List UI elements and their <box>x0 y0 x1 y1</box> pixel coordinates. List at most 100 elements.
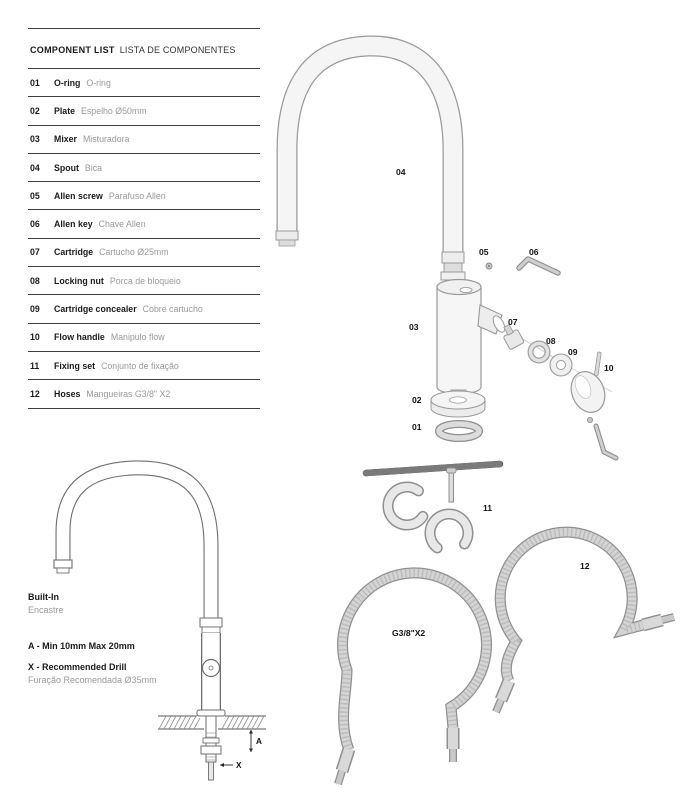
built-in-title-en: Built-In <box>28 592 59 602</box>
counter-hatching <box>158 715 265 730</box>
spout-outlet <box>275 230 299 241</box>
install-washer <box>202 737 220 744</box>
component-name-pt: Conjunto de fixação <box>101 360 179 371</box>
component-row: 07 Cartridge Cartucho Ø25mm <box>28 239 260 268</box>
cartridge-concealer-part <box>549 353 573 377</box>
fixing-set-part <box>362 460 504 558</box>
install-joint <box>199 617 223 634</box>
hose-right-part <box>492 526 675 714</box>
label-12: 12 <box>580 561 590 571</box>
component-number: 09 <box>30 304 40 315</box>
component-number: 01 <box>30 77 40 88</box>
component-name-en: Fixing set <box>54 360 96 371</box>
component-list: COMPONENT LIST LISTA DE COMPONENTES 01 O… <box>28 28 260 409</box>
component-name-en: Cartridge <box>54 247 94 258</box>
component-row: 09 Cartridge concealer Cobre cartucho <box>28 295 260 324</box>
label-01: 01 <box>412 422 422 432</box>
hose-size-label: G3/8"X2 <box>392 628 425 638</box>
handle-pin-part <box>594 351 602 377</box>
component-number: 10 <box>30 332 40 343</box>
locking-nut-part <box>527 340 551 364</box>
label-11: 11 <box>483 503 492 513</box>
component-number: 08 <box>30 275 40 286</box>
aerator <box>278 239 296 247</box>
component-name-pt: Chave Allen <box>98 219 146 230</box>
label-10: 10 <box>604 363 614 373</box>
fixing-clip-1 <box>382 481 432 531</box>
label-03: 03 <box>409 322 419 332</box>
dimension-x-text-en: X - Recommended Drill <box>28 662 127 672</box>
built-in-title-pt: Encastre <box>28 605 64 615</box>
component-number: 02 <box>30 105 40 116</box>
install-tip <box>208 761 214 781</box>
dimension-a-text: A - Min 10mm Max 20mm <box>28 641 135 651</box>
hose-left-part <box>334 567 492 786</box>
label-05: 05 <box>479 247 489 257</box>
label-02: 02 <box>412 395 422 405</box>
cartridge-part <box>503 323 525 350</box>
flow-handle-part <box>570 371 606 413</box>
exploded-view: 04 05 06 03 07 08 09 10 02 01 11 12 G3/8… <box>275 35 675 786</box>
built-in-note: Built-In Encastre <box>28 591 238 617</box>
install-spout <box>53 460 219 620</box>
component-row: 10 Flow handle Manipulo flow <box>28 324 260 352</box>
component-number: 05 <box>30 190 40 201</box>
component-row: 08 Locking nut Porca de bloqueio <box>28 267 260 296</box>
component-number: 11 <box>30 360 40 371</box>
component-name-pt: Mangueiras G3/8" X2 <box>86 388 171 399</box>
fixing-pin <box>446 467 457 503</box>
dimension-x-note: X - Recommended Drill Furação Recomendad… <box>28 661 238 687</box>
label-09: 09 <box>568 347 578 357</box>
component-number: 12 <box>30 388 40 399</box>
install-shank <box>200 715 222 781</box>
component-name-en: Cartridge concealer <box>54 304 137 315</box>
installation-view: A X <box>53 460 266 781</box>
component-name-en: Hoses <box>54 388 81 399</box>
install-nut <box>200 745 222 755</box>
component-name-pt: Cartucho Ø25mm <box>99 247 169 258</box>
countertop <box>158 715 266 730</box>
component-name-pt: Cobre cartucho <box>142 304 203 315</box>
install-base-plate <box>196 709 226 717</box>
hose-fitting <box>492 678 515 714</box>
component-row: 01 O-ring O-ring <box>28 69 260 98</box>
mixer-body-part <box>436 278 506 395</box>
dimension-x-text-pt: Furação Recomendada Ø35mm <box>28 675 157 685</box>
component-name-en: O-ring <box>54 77 81 88</box>
component-name-en: Spout <box>54 162 79 173</box>
component-list-title: COMPONENT LIST LISTA DE COMPONENTES <box>28 29 260 69</box>
component-name-pt: O-ring <box>86 77 111 88</box>
label-04: 04 <box>396 167 406 177</box>
component-row: 12 Hoses Mangueiras G3/8" X2 <box>28 380 260 409</box>
install-body <box>201 633 221 712</box>
component-name-pt: Parafuso Allen <box>108 190 166 201</box>
component-row: 05 Allen screw Parafuso Allen <box>28 182 260 211</box>
component-row: 03 Mixer Misturadora <box>28 126 260 154</box>
component-name-en: Flow handle <box>54 332 105 343</box>
hose-fitting <box>641 613 675 632</box>
component-list-title-en: COMPONENT LIST <box>30 45 115 55</box>
component-rows: 01 O-ring O-ring 02 Plate Espelho Ø50mm … <box>28 69 260 409</box>
label-07: 07 <box>508 317 518 327</box>
component-list-title-pt: LISTA DE COMPONENTES <box>119 45 236 55</box>
component-name-en: Allen key <box>54 219 93 230</box>
hose-fitting <box>334 747 356 786</box>
component-name-en: Plate <box>54 105 76 116</box>
component-name-en: Mixer <box>54 134 77 145</box>
allen-key-bottom <box>587 416 619 461</box>
allen-key-part <box>516 256 561 276</box>
install-handle <box>201 658 221 678</box>
fixing-clip-2 <box>424 508 474 558</box>
spout-connector <box>440 251 466 281</box>
dimension-x-letter: X <box>236 761 242 770</box>
component-name-en: Allen screw <box>54 190 103 201</box>
component-number: 04 <box>30 162 40 173</box>
label-06: 06 <box>529 247 539 257</box>
plate-part <box>430 390 486 418</box>
dimension-a: A <box>249 730 262 752</box>
component-name-pt: Manipulo flow <box>110 332 165 343</box>
component-name-en: Locking nut <box>54 275 104 286</box>
component-row: 11 Fixing set Conjunto de fixação <box>28 352 260 381</box>
